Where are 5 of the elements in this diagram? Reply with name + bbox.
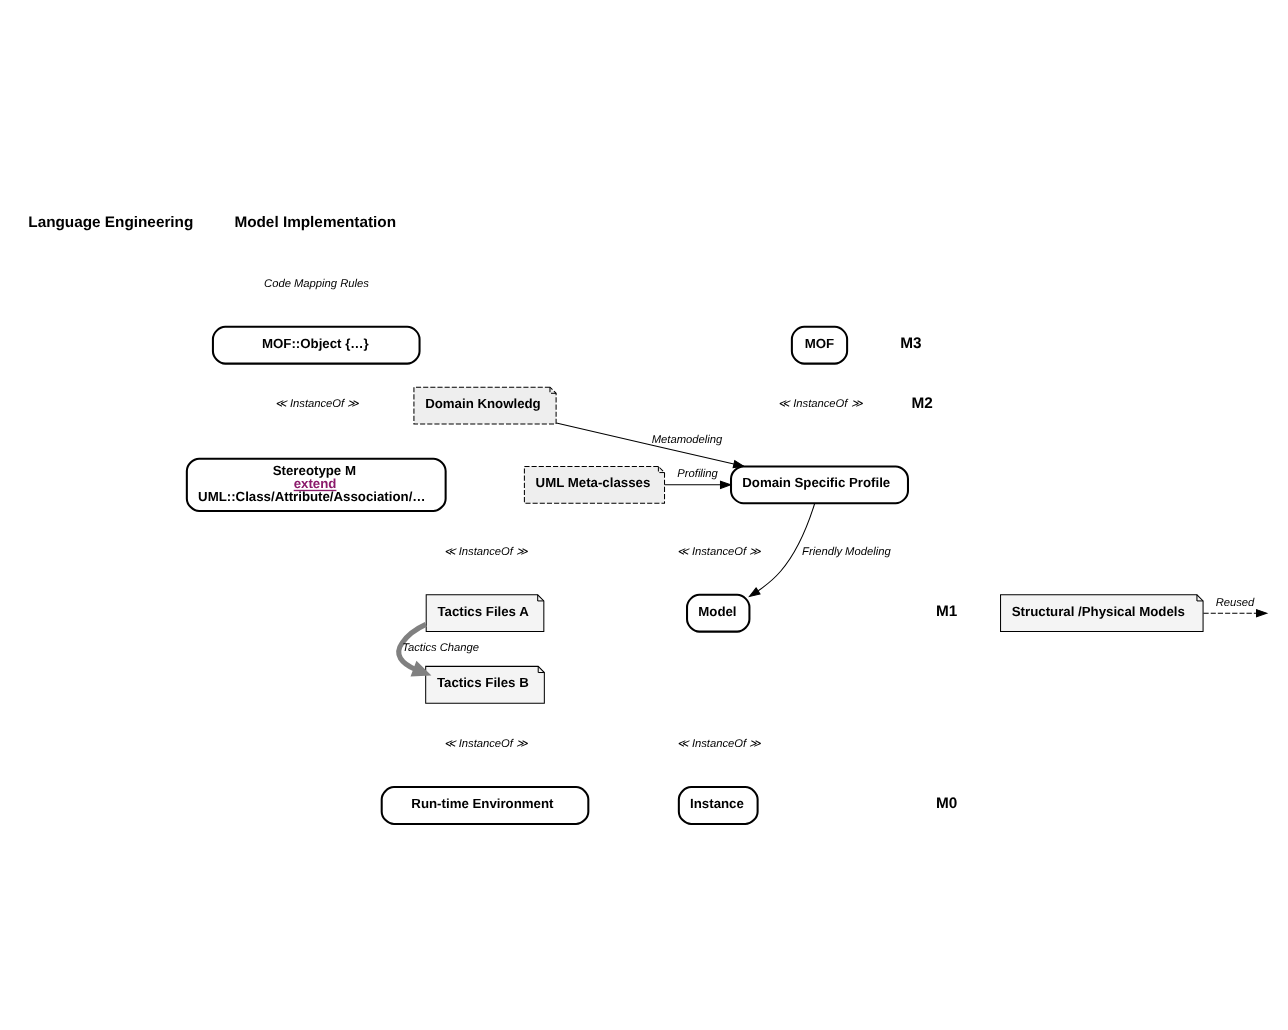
arrow: [396, 622, 432, 677]
arrow: [748, 503, 816, 598]
arrow: [664, 480, 733, 490]
arrow: [1202, 608, 1269, 618]
arrow: [555, 422, 746, 469]
